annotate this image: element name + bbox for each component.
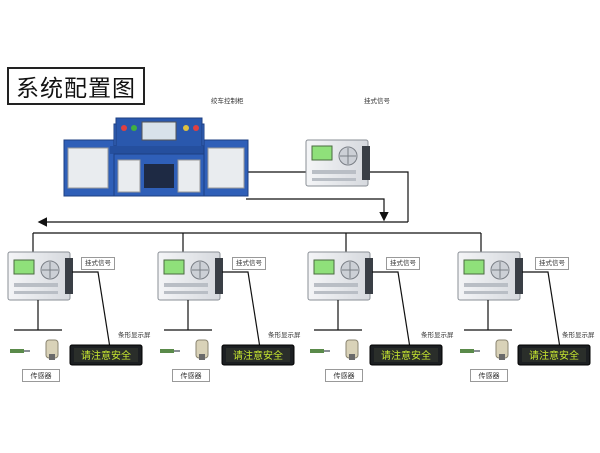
signal-device bbox=[157, 251, 223, 301]
gas-sensor-icon bbox=[195, 339, 209, 360]
signal-device bbox=[307, 251, 373, 301]
top-signal-device bbox=[305, 139, 370, 187]
console-label: 绞车控制柜 bbox=[211, 97, 244, 105]
control-console bbox=[63, 117, 249, 197]
unit-4: 请注意安全 bbox=[457, 251, 591, 366]
top-device-label: 挂式信号 bbox=[364, 97, 390, 105]
unit-1-display-label: 条形显示屏 bbox=[118, 331, 151, 339]
led-strip-display: 请注意安全 bbox=[517, 344, 591, 366]
unit-4-display-label: 条形显示屏 bbox=[562, 331, 595, 339]
led-screen-text: 请注意安全 bbox=[81, 349, 131, 362]
unit-3-sensor-label: 传感器 bbox=[325, 369, 363, 382]
unit-2-sensor-label: 传感器 bbox=[172, 369, 210, 382]
unit-3-display-label: 条形显示屏 bbox=[421, 331, 454, 339]
led-strip-display: 请注意安全 bbox=[69, 344, 143, 366]
line-device-down bbox=[368, 171, 409, 222]
led-screen-text: 请注意安全 bbox=[381, 349, 431, 362]
gas-sensor-icon bbox=[495, 339, 509, 360]
probe-sensor-icon bbox=[10, 349, 30, 353]
page-title: 系统配置图 bbox=[7, 67, 145, 105]
signal-device bbox=[457, 251, 523, 301]
unit-2: 请注意安全 bbox=[157, 251, 295, 366]
unit-3: 请注意安全 bbox=[307, 251, 443, 366]
unit-1-sensor-label: 传感器 bbox=[22, 369, 60, 382]
probe-sensor-icon bbox=[310, 349, 330, 353]
gas-sensor-icon bbox=[345, 339, 359, 360]
display-wire bbox=[372, 271, 411, 349]
gas-sensor-icon bbox=[45, 339, 59, 360]
unit-3-device-label: 挂式信号 bbox=[386, 257, 420, 270]
display-wire bbox=[222, 271, 261, 349]
probe-sensor-icon bbox=[160, 349, 180, 353]
signal-device bbox=[7, 251, 73, 301]
led-strip-display: 请注意安全 bbox=[221, 344, 295, 366]
display-wire bbox=[522, 271, 561, 349]
display-wire bbox=[72, 271, 111, 349]
unit-2-display-label: 条形显示屏 bbox=[268, 331, 301, 339]
connection-lines bbox=[32, 171, 482, 252]
unit-1: 请注意安全 bbox=[7, 251, 143, 366]
unit-1-device-label: 挂式信号 bbox=[81, 257, 115, 270]
arrow-down bbox=[246, 198, 389, 222]
led-screen-text: 请注意安全 bbox=[529, 349, 579, 362]
led-strip-display: 请注意安全 bbox=[369, 344, 443, 366]
probe-sensor-icon bbox=[460, 349, 480, 353]
led-screen-text: 请注意安全 bbox=[233, 349, 283, 362]
unit-4-device-label: 挂式信号 bbox=[535, 257, 569, 270]
unit-2-device-label: 挂式信号 bbox=[232, 257, 266, 270]
unit-4-sensor-label: 传感器 bbox=[470, 369, 508, 382]
